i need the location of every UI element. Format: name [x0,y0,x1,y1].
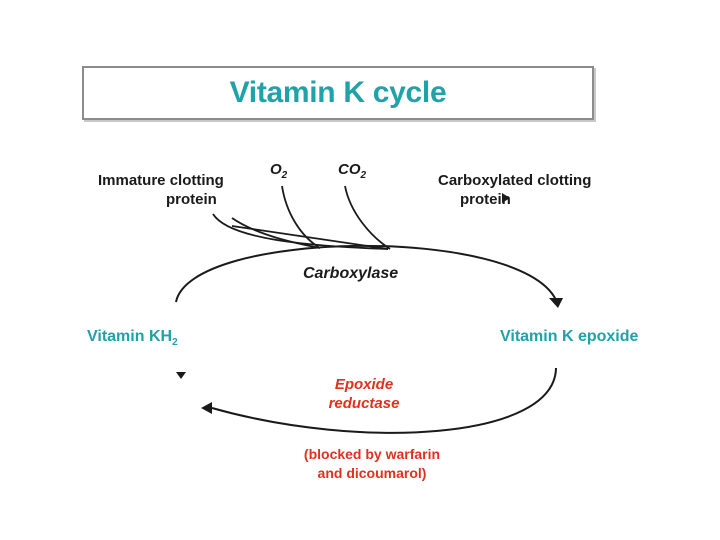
immature-protein-line-2 [231,217,321,249]
vitamin-kh2-label-main: Vitamin KH [87,328,173,345]
co2-line [344,185,391,250]
epoxide-reductase-label-line1: Epoxide [334,376,394,393]
co2-label-sub: 2 [360,170,367,181]
o2-line [281,185,321,249]
blocked-by-label: (blocked by warfarin and dicoumarol) [282,445,462,483]
immature-protein-label-line1: Immature clotting [98,172,224,189]
o2-label-main: O [270,161,282,178]
reductase-arc [211,367,557,434]
epoxide-reductase-label-line2: reductase [328,395,400,412]
o2-label: O2 [270,160,288,181]
epoxide-reductase-label: Epoxide reductase [312,375,416,413]
page-title: Vitamin K cycle [229,76,447,109]
carboxylated-protein-label-line1: Carboxylated clotting [438,172,592,189]
vitamin-kh2-label: Vitamin KH2 [87,327,178,348]
immature-protein-label-line2: protein [166,191,217,208]
vitamin-kh2-label-sub: 2 [172,337,178,348]
carboxylase-label: Carboxylase [303,265,399,282]
immature-protein-line [212,213,389,250]
carboxylase-arc [175,244,557,303]
reductase-arrowhead [201,402,212,414]
carboxylated-arrowhead [502,193,510,203]
carboxylated-protein-label: Carboxylated clotting protein [438,171,591,209]
o2-label-sub: 2 [281,170,288,181]
blocked-by-label-line2: and dicoumarol) [317,465,427,481]
kh2-small-arrowhead [176,372,186,379]
blocked-by-label-line1: (blocked by warfarin [303,446,441,462]
immature-protein-label: Immature clotting protein [98,171,224,209]
co2-label-main: CO [338,161,361,178]
co2-label: CO2 [338,160,367,181]
title-box: Vitamin K cycle [82,66,594,120]
immature-protein-line-3 [231,225,389,250]
vitamin-k-epoxide-label: Vitamin K epoxide [500,328,639,345]
carboxylase-arrowhead [549,298,563,308]
carboxylated-protein-label-line2: protein [460,191,511,208]
